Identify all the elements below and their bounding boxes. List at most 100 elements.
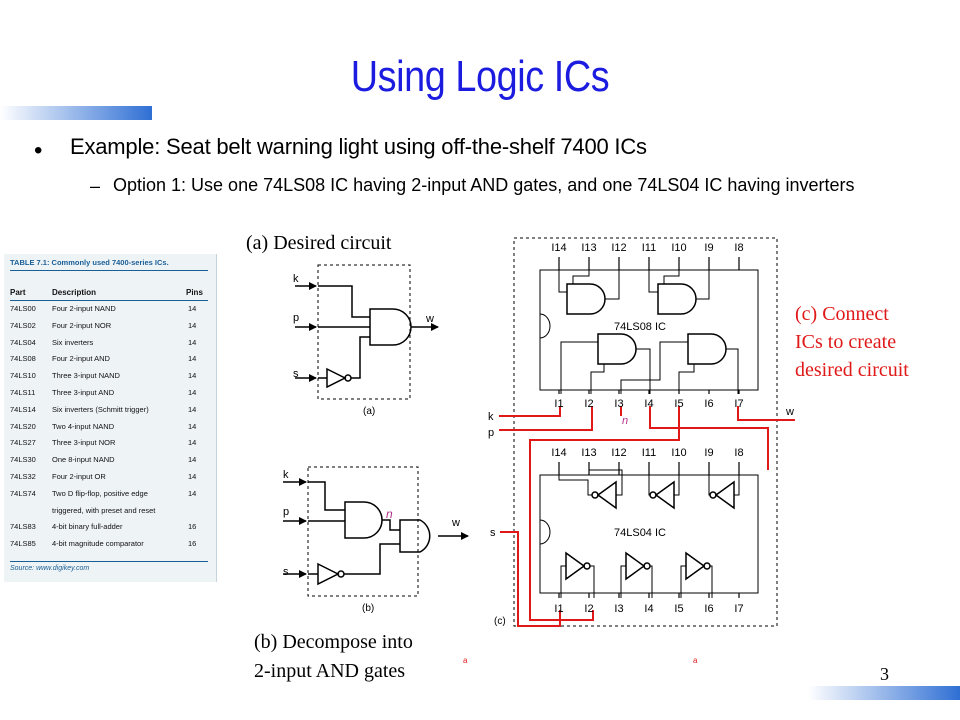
label-w: w xyxy=(425,313,434,325)
wire-k-c xyxy=(499,406,561,417)
label-s: s xyxy=(490,527,496,539)
table-cell-description: Three 3-input NAND xyxy=(52,371,120,381)
sub-bullet-dash: – xyxy=(90,176,101,196)
wire-s-c xyxy=(500,531,561,627)
ic1-wire xyxy=(636,348,651,394)
ic1-wire xyxy=(678,364,695,394)
circuit-c-boundary xyxy=(513,237,778,627)
ic1-wire xyxy=(620,341,688,394)
table-cell-part: 74LS20 xyxy=(10,421,36,431)
ic-pin-label: I11 xyxy=(642,447,656,459)
table-header-pins: Pins xyxy=(186,288,203,297)
label-k: k xyxy=(488,411,494,423)
ic1-wire xyxy=(605,257,620,300)
caption-a: (a) Desired circuit xyxy=(246,232,392,254)
table-cell-part: 74LS02 xyxy=(10,320,36,330)
ic-pin-label: I8 xyxy=(734,447,743,459)
bullet-main: Example: Seat belt warning light using o… xyxy=(70,134,647,159)
ic-pin-label: I9 xyxy=(704,447,713,459)
ic-pin-label: I14 xyxy=(551,242,566,254)
table-cell-description: Six inverters (Schmitt trigger) xyxy=(52,404,149,414)
ic-pin-label: I14 xyxy=(551,447,566,459)
wire-n-route xyxy=(529,406,680,621)
table-cell-description: triggered, with preset and reset xyxy=(52,505,156,515)
table-cell-description: Four 2-input NOR xyxy=(52,320,112,330)
ic1-wire xyxy=(558,257,567,293)
table-cell-pins: 14 xyxy=(188,404,197,414)
table-cell-part: 74LS32 xyxy=(10,472,36,481)
circuit-b xyxy=(283,466,469,597)
table-cell-pins: 14 xyxy=(188,472,197,481)
table-source: Source: www.digikey.com xyxy=(10,565,90,572)
label-n: n xyxy=(622,415,628,427)
circuit-a xyxy=(295,264,439,400)
ic-pin-label: I6 xyxy=(704,398,713,410)
ic1-and-gate-bottom-2 xyxy=(687,333,727,365)
table-cell-part: 74LS14 xyxy=(10,404,36,414)
ic1-and-gate-bottom-1 xyxy=(597,333,637,365)
label-w: w xyxy=(785,406,794,418)
ic-pin-label: I12 xyxy=(611,447,626,459)
ic-pin-label: I13 xyxy=(581,447,596,459)
ic1-wire xyxy=(572,257,590,284)
caption-c-line1: (c) Connect xyxy=(795,303,889,325)
table-cell-part: 74LS85 xyxy=(10,539,36,549)
table-cell-description: One 8-input NAND xyxy=(52,455,115,465)
table-cell-pins: 14 xyxy=(188,455,197,465)
ic1-wire xyxy=(590,364,605,394)
ic-pin-label: I7 xyxy=(734,398,743,410)
label-n: n xyxy=(386,507,393,521)
table-rule xyxy=(10,561,208,562)
table-cell-pins: 14 xyxy=(188,421,197,431)
label-b: (b) xyxy=(362,603,374,614)
table-cell-part: 74LS10 xyxy=(10,371,36,381)
ic-pin-label: I1 xyxy=(554,398,563,410)
table-cell-pins: 14 xyxy=(188,488,197,498)
ic-pin-label: I3 xyxy=(614,398,623,410)
table-cell-part: 74LS74 xyxy=(10,488,36,498)
ic-pin-label: I12 xyxy=(611,242,626,254)
ic1-name: 74LS08 IC xyxy=(614,321,666,333)
footer-accent-bar xyxy=(808,686,960,700)
wire-s-not xyxy=(351,336,370,379)
ic-74ls08-notch xyxy=(539,313,551,339)
ic-pin-label: I2 xyxy=(584,398,593,410)
ic2-name: 74LS04 IC xyxy=(614,527,666,539)
ic-pin-label: I4 xyxy=(644,603,653,615)
and2-gate-b1 xyxy=(344,501,383,539)
wire-to-ic2 xyxy=(649,406,769,470)
label-p: p xyxy=(283,506,289,518)
table-cell-pins: 14 xyxy=(188,320,197,330)
bullet-sub: Option 1: Use one 74LS08 IC having 2-inp… xyxy=(113,175,855,195)
label-k: k xyxy=(283,469,289,481)
table-header-description: Description xyxy=(52,288,97,297)
table-cell-description: Four 2-input NAND xyxy=(52,304,116,313)
tiny-mark: a xyxy=(693,656,698,665)
ic2-wires-bottom xyxy=(560,565,713,598)
table-cell-part: 74LS04 xyxy=(10,337,36,347)
ic2-inverter xyxy=(625,551,646,581)
circuit-a-boundary xyxy=(317,264,411,400)
ic-pin-label: I5 xyxy=(674,603,683,615)
and3-gate-a xyxy=(369,308,412,346)
table-cell-pins: 14 xyxy=(188,438,197,448)
ic1-wire xyxy=(560,341,598,394)
ic2-inverter xyxy=(565,551,586,581)
table-cell-description: 4-bit magnitude comparator xyxy=(52,539,144,549)
table-cell-part: 74LS08 xyxy=(10,354,36,364)
ic-pin-label: I10 xyxy=(671,242,686,254)
table-cell-description: Two 4-input NAND xyxy=(52,421,115,431)
table-cell-description: Six inverters xyxy=(52,337,94,347)
ic1-wire xyxy=(648,257,658,293)
wire-k xyxy=(308,481,345,511)
circuit-b-boundary xyxy=(307,466,419,597)
table-caption: TABLE 7.1: Commonly used 7400-series ICs… xyxy=(10,258,169,267)
caption-b-line2: 2-input AND gates xyxy=(254,660,406,682)
table-cell-part: 74LS11 xyxy=(10,388,36,397)
label-a: (a) xyxy=(363,406,375,417)
ic-pin-label: I8 xyxy=(734,242,743,254)
ic2-inverter xyxy=(685,551,706,581)
circuit-a-labels: k p s w (a) xyxy=(293,273,434,417)
